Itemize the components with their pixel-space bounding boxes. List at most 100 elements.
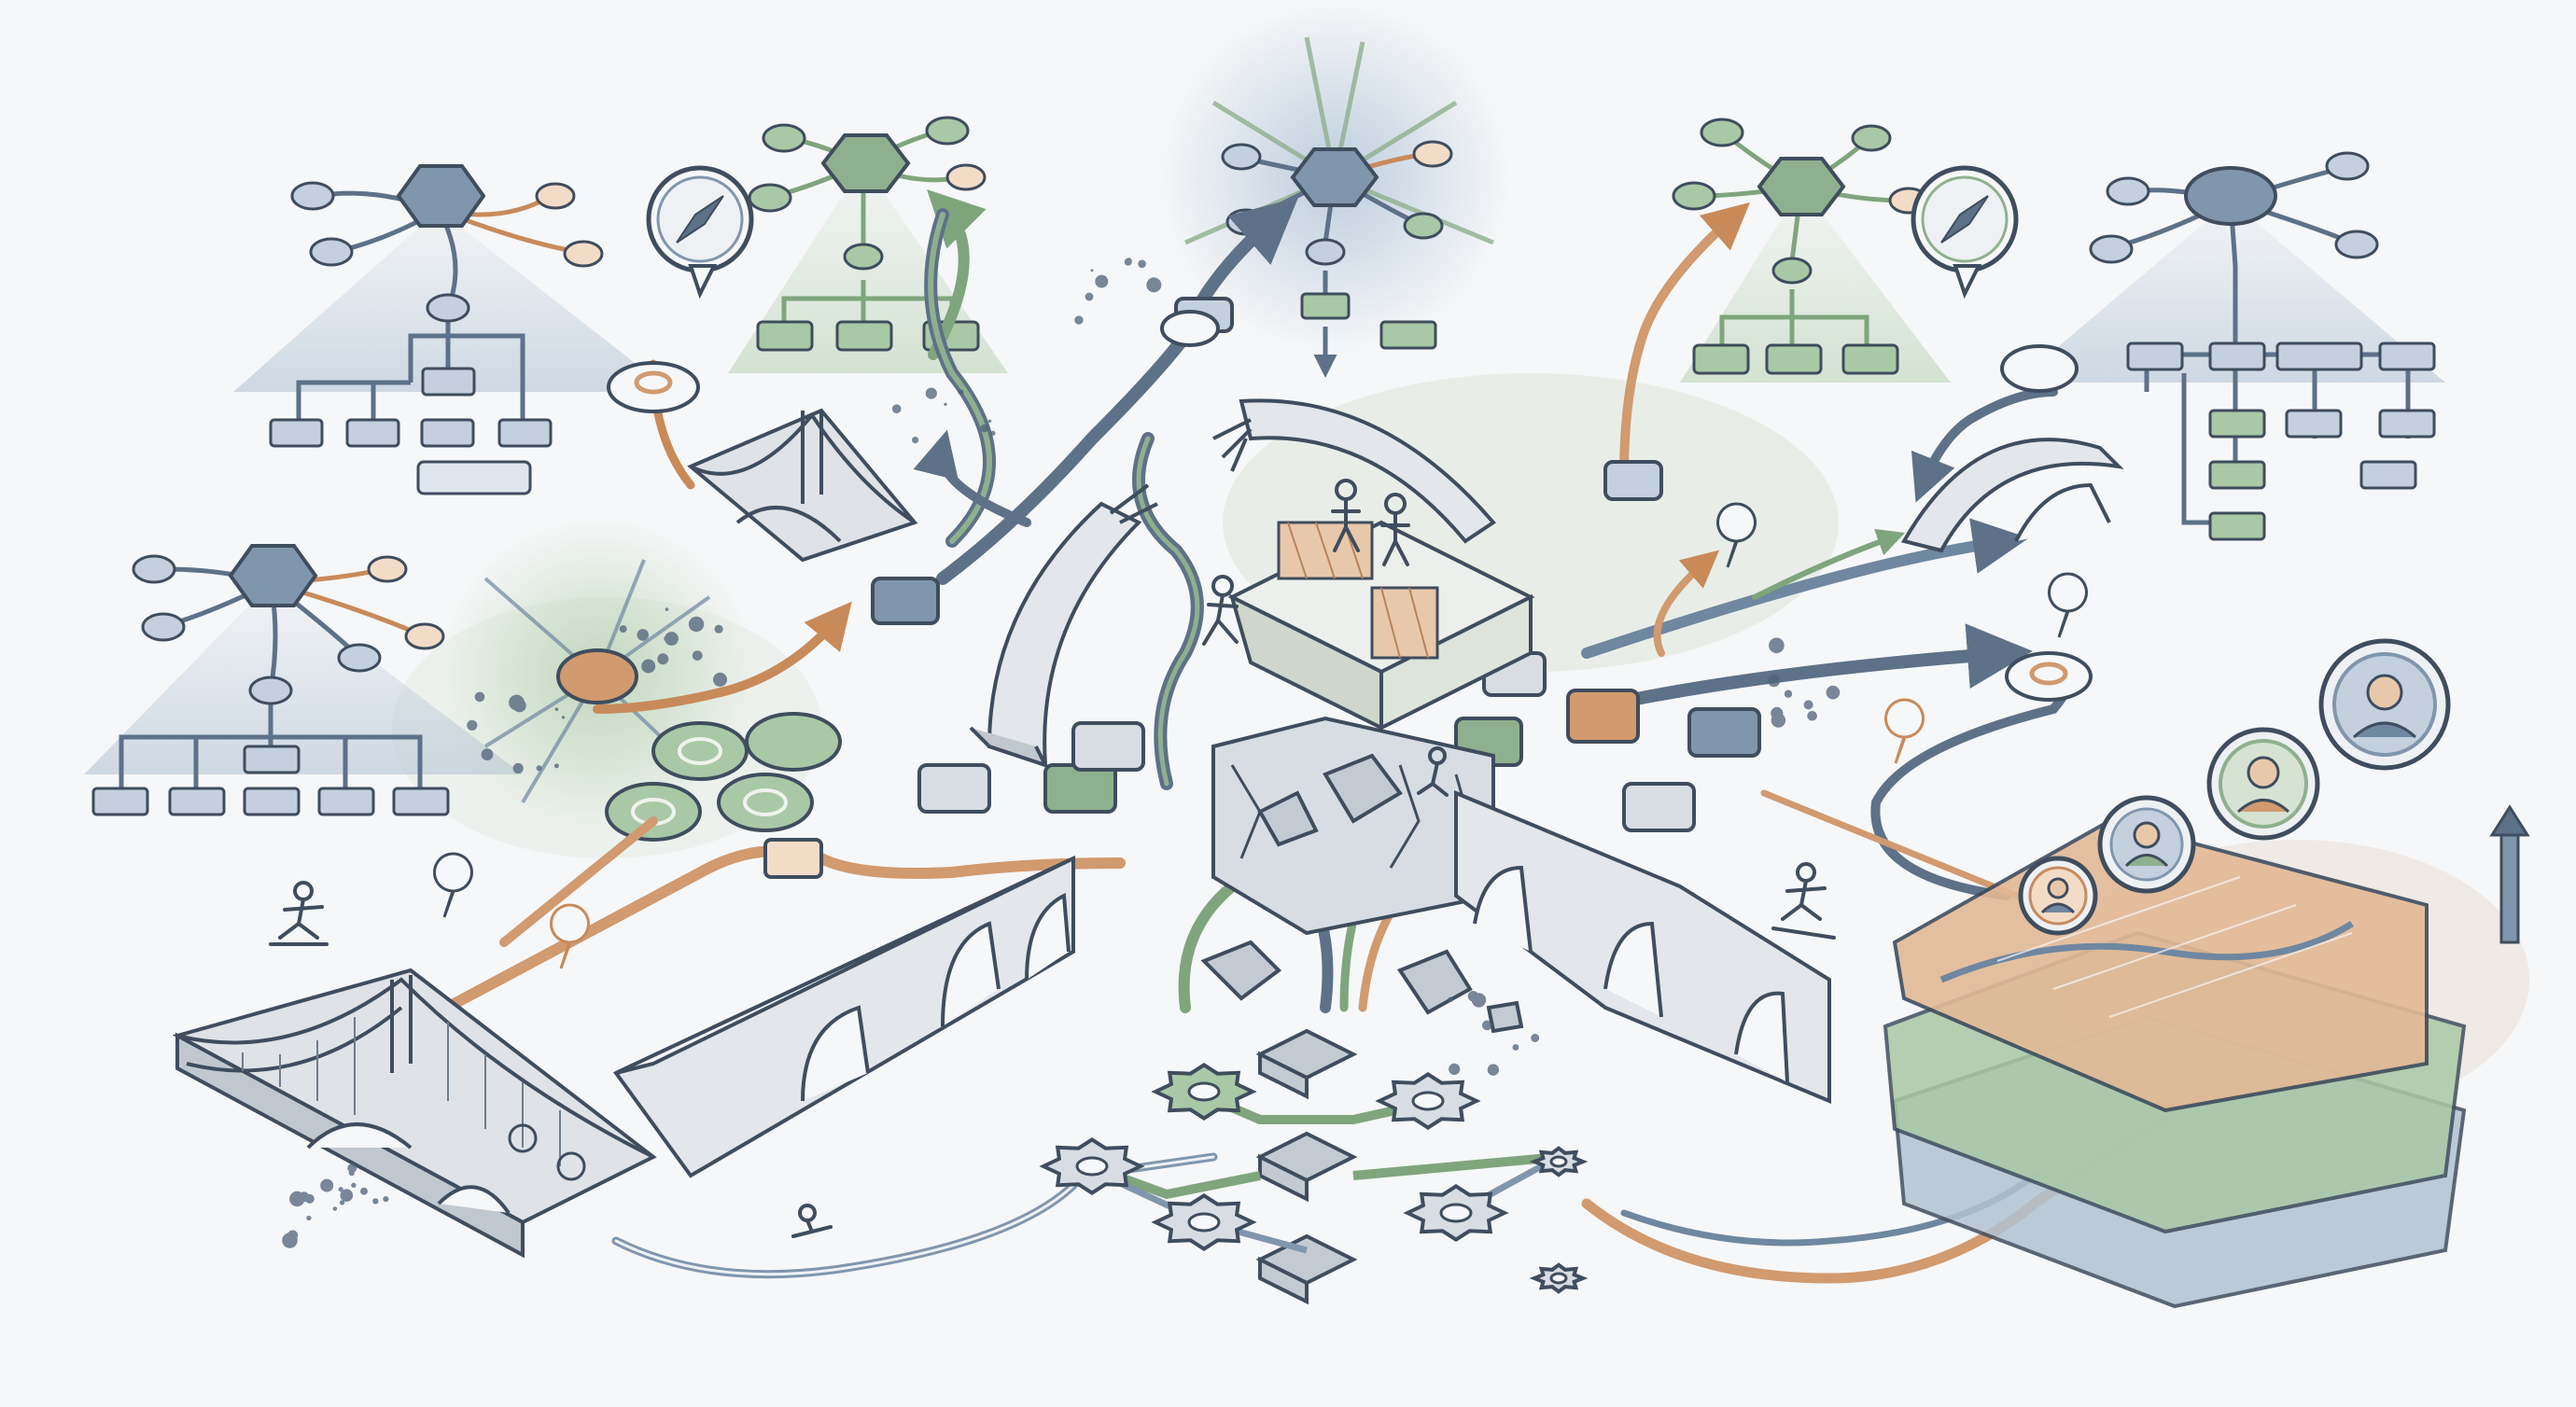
standing-pair-figure xyxy=(1331,479,1410,566)
avatar xyxy=(2097,795,2196,894)
ink-dot xyxy=(1826,685,1841,700)
ink-dot xyxy=(338,1187,343,1192)
ink-dot xyxy=(641,659,656,674)
ink-dot xyxy=(980,424,989,433)
ink-dot xyxy=(713,672,727,687)
ink-dot xyxy=(561,716,566,719)
network-top-right xyxy=(2016,151,2445,541)
gear-hole xyxy=(1075,1156,1109,1177)
ink-dot xyxy=(348,1170,355,1177)
avatar xyxy=(2318,638,2451,771)
ink-dot xyxy=(912,437,919,444)
ink-dot xyxy=(714,624,723,634)
ink-dot xyxy=(512,762,524,774)
hexagon-hub-icon xyxy=(228,544,318,607)
ink-dot xyxy=(891,404,902,414)
ink-dot xyxy=(990,430,996,436)
ink-dot xyxy=(554,707,559,711)
ink-dot xyxy=(467,719,478,731)
ink-dot xyxy=(1531,1034,1540,1042)
gear-hole xyxy=(1411,1091,1445,1111)
skateboarder-figure xyxy=(269,862,1836,946)
suspension-bridge-bottom-left xyxy=(172,968,657,1259)
ink-dot xyxy=(360,1187,368,1195)
ink-dot xyxy=(1803,700,1813,710)
stone-viaduct-front xyxy=(612,790,1831,1178)
ink-dot xyxy=(987,419,992,423)
ink-dot xyxy=(637,629,649,641)
gear-hole xyxy=(1549,1155,1568,1168)
oval-hub-icon xyxy=(2184,166,2277,226)
ink-dot xyxy=(1769,637,1785,654)
ink-dot xyxy=(306,1215,312,1221)
ink-dot xyxy=(1146,277,1162,293)
ink-dot xyxy=(925,387,937,399)
isometric-tiles xyxy=(763,297,1761,879)
ink-dot xyxy=(320,1178,334,1192)
gear-hole xyxy=(1187,1212,1221,1233)
ink-dot xyxy=(340,1189,354,1202)
compass-icon xyxy=(550,903,590,969)
walking-figure xyxy=(1202,575,1239,646)
ink-dot xyxy=(1768,675,1781,688)
compass-icon xyxy=(1884,698,1925,764)
ink-dot xyxy=(1512,1044,1519,1051)
ink-dot xyxy=(512,699,526,713)
ink-dot xyxy=(1487,1064,1500,1076)
ink-dot xyxy=(536,765,542,772)
ink-dot xyxy=(339,1200,345,1205)
ink-dot xyxy=(332,1206,338,1211)
ink-dot xyxy=(1807,711,1817,721)
ink-dot xyxy=(553,763,559,769)
ink-dot xyxy=(664,635,670,642)
ink-dot xyxy=(1449,1063,1461,1075)
ink-dot xyxy=(289,1236,296,1243)
gear-hole xyxy=(1549,1272,1568,1285)
junction-burst-left xyxy=(439,518,842,842)
avatars xyxy=(2018,638,2451,936)
ink-dot xyxy=(1124,258,1132,266)
network-mid-left xyxy=(84,544,523,816)
gear-hole xyxy=(1439,1203,1473,1223)
ink-splatters xyxy=(282,258,1841,1248)
ink-dot xyxy=(347,1163,357,1173)
ink-dot xyxy=(1482,1020,1492,1031)
network-top-center xyxy=(1157,0,1512,378)
ink-dot xyxy=(944,402,947,406)
ink-dot xyxy=(958,389,964,396)
compass-icon xyxy=(1940,195,1989,244)
avatar xyxy=(2206,727,2320,841)
ink-dot xyxy=(688,616,705,633)
ink-dot xyxy=(383,1196,389,1203)
ink-dot xyxy=(657,653,669,665)
compass-icon xyxy=(1716,502,1757,568)
avatar xyxy=(2018,856,2098,936)
collapsed-rubble xyxy=(1200,716,1524,1034)
compass-icon xyxy=(2048,572,2088,638)
up-arrow-icon xyxy=(2489,804,2530,944)
network-top-left xyxy=(233,164,672,495)
ink-dot xyxy=(1771,706,1784,720)
person-icon xyxy=(508,1123,538,1153)
ink-dot xyxy=(1090,269,1094,272)
hexagon-hub-icon xyxy=(1290,147,1379,207)
hexagon-hub-icon xyxy=(820,133,911,193)
ink-dot xyxy=(692,650,703,661)
ink-dot xyxy=(619,625,627,634)
hexagon-hub-icon xyxy=(396,164,486,228)
compass-icon xyxy=(556,1151,586,1181)
ink-dot xyxy=(1138,259,1146,269)
compass-bubbles xyxy=(433,165,2093,969)
ink-dot xyxy=(1448,996,1453,1002)
gear-network xyxy=(1039,1028,1589,1305)
ink-dot xyxy=(299,1191,310,1203)
hexagon-hub-icon xyxy=(1757,157,1846,216)
arch-bridge-upper-right xyxy=(1900,438,2124,553)
ink-dot xyxy=(1095,274,1109,288)
ink-dot xyxy=(351,1182,357,1189)
layered-map xyxy=(1883,804,2530,1309)
ink-dot xyxy=(665,607,669,611)
gear-hole xyxy=(1187,1081,1221,1102)
barrier-gate xyxy=(1277,521,1439,660)
